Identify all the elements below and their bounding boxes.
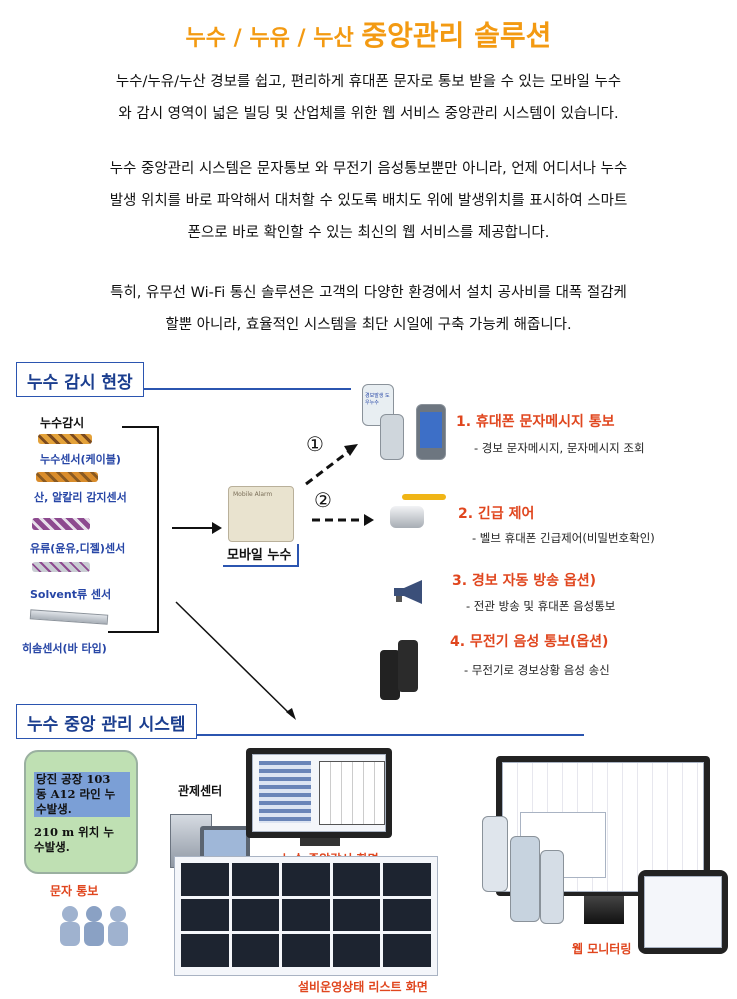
sms-line: 수발생. — [34, 840, 70, 854]
sensor-label: 히솜센서(바 타입) — [22, 642, 107, 655]
smartphone-icon — [482, 816, 508, 892]
step-2-marker: ② — [314, 488, 332, 512]
smartphone-icon — [416, 404, 446, 460]
item-desc: - 경보 문자메시지, 문자메시지 조회 — [474, 441, 645, 455]
tablet-icon — [638, 870, 728, 954]
monitor-stand — [300, 838, 340, 846]
item-title: 4. 무전기 음성 통보(옵션) — [450, 634, 609, 650]
users-icon — [58, 904, 130, 948]
sensor-group-label: 누수감시 — [40, 416, 85, 430]
valve-handle-icon — [402, 494, 446, 500]
page-title: 누수 / 누유 / 누산 중앙관리 솔루션 — [0, 14, 737, 54]
smartphone-icon — [540, 850, 564, 924]
central-monitor — [246, 748, 392, 838]
intro-line: 할뿐 아니라, 효율적인 시스템을 최단 시일에 구축 가능케 해줍니다. — [165, 317, 572, 333]
valve-icon — [390, 506, 424, 528]
walkie-talkie-icon — [380, 650, 400, 700]
title-prefix: 누수 / 누유 / 누산 — [185, 26, 362, 51]
intro-line: 와 감시 영역이 넓은 빌딩 및 산업체를 위한 웹 서비스 중앙관리 시스템이… — [118, 106, 619, 122]
intro-paragraph-3: 특히, 유무선 Wi-Fi 통신 솔루션은 고객의 다양한 환경에서 설치 공사… — [20, 277, 717, 341]
phone-screen-text: 경보발생 도우누수 — [365, 393, 390, 406]
speaker-icon — [392, 580, 428, 604]
item-desc: - 벨브 휴대폰 긴급제어(비밀번호확인) — [472, 531, 655, 545]
sensor-label: 누수센서(케이블) — [40, 453, 121, 466]
equipment-list-screen — [174, 856, 438, 976]
device-caption: Mobile Alarm — [233, 491, 273, 498]
sensor-label: 유류(윤유,디젤)센서 — [30, 542, 126, 555]
smartphone-icon — [510, 836, 540, 922]
intro-line: 특히, 유무선 Wi-Fi 통신 솔루션은 고객의 다양한 환경에서 설치 공사… — [110, 285, 627, 301]
intro-line: 폰으로 바로 확인할 수 있는 최신의 웹 서비스를 제공합니다. — [187, 225, 550, 241]
slider-phone-icon — [380, 414, 404, 460]
section-underline — [16, 388, 351, 390]
item-title: 2. 긴급 제어 — [458, 506, 535, 522]
sensor-label: Solvent류 센서 — [30, 588, 112, 601]
step-1-marker: ① — [306, 432, 324, 456]
sms-line: 동 A12 라인 누 — [34, 787, 130, 802]
intro-line: 누수 중앙관리 시스템은 문자통보 와 무전기 음성통보뿐만 아니라, 언제 어… — [109, 161, 628, 177]
item-desc: - 무전기로 경보상황 음성 송신 — [464, 663, 610, 677]
section-underline — [16, 734, 584, 736]
walkie-talkie-icon — [398, 640, 418, 692]
intro-paragraph-1: 누수/누유/누산 경보를 쉽고, 편리하게 휴대폰 문자로 통보 받을 수 있는… — [20, 66, 717, 130]
web-caption: 웹 모니터링 — [572, 942, 632, 956]
monitor-stand — [584, 896, 624, 924]
item-title: 3. 경보 자동 방송 옵션) — [452, 573, 596, 589]
sms-line: 수발생. — [34, 802, 130, 817]
acid-sensor-image — [36, 472, 98, 482]
mobile-alarm-device: Mobile Alarm — [228, 486, 294, 542]
solvent-sensor-image — [32, 562, 90, 572]
cable-sensor-image — [38, 434, 92, 444]
control-center-label: 관제센터 — [178, 784, 223, 798]
intro-paragraph-2: 누수 중앙관리 시스템은 문자통보 와 무전기 음성통보뿐만 아니라, 언제 어… — [20, 153, 717, 249]
section-heading-site: 누수 감시 현장 — [16, 362, 144, 397]
sms-caption: 문자 통보 — [50, 884, 99, 898]
section-heading-central: 누수 중앙 관리 시스템 — [16, 704, 197, 739]
sms-line: 당진 공장 103 — [34, 772, 130, 787]
oil-sensor-image — [32, 518, 90, 530]
item-title: 1. 휴대폰 문자메시지 통보 — [456, 414, 615, 430]
sms-line: 210 m 위치 누 — [34, 825, 114, 839]
sms-line — [34, 817, 130, 825]
intro-line: 누수/누유/누산 경보를 쉽고, 편리하게 휴대폰 문자로 통보 받을 수 있는… — [115, 74, 622, 90]
title-main: 중앙관리 솔루션 — [361, 19, 552, 52]
sms-message: 당진 공장 103 동 A12 라인 누 수발생. 210 m 위치 누 수발생… — [34, 772, 130, 855]
list-caption: 설비운영상태 리스트 화면 — [298, 980, 428, 994]
device-label: 모바일 누수 — [223, 544, 300, 567]
sms-phone-screen: 당진 공장 103 동 A12 라인 누 수발생. 210 m 위치 누 수발생… — [24, 750, 138, 874]
item-desc: - 전관 방송 및 휴대폰 음성통보 — [466, 599, 616, 613]
sensor-label: 산, 알칼리 감지센서 — [34, 491, 127, 504]
intro-line: 발생 위치를 바로 파악해서 대처할 수 있도록 배치도 위에 발생위치를 표시… — [109, 193, 628, 209]
